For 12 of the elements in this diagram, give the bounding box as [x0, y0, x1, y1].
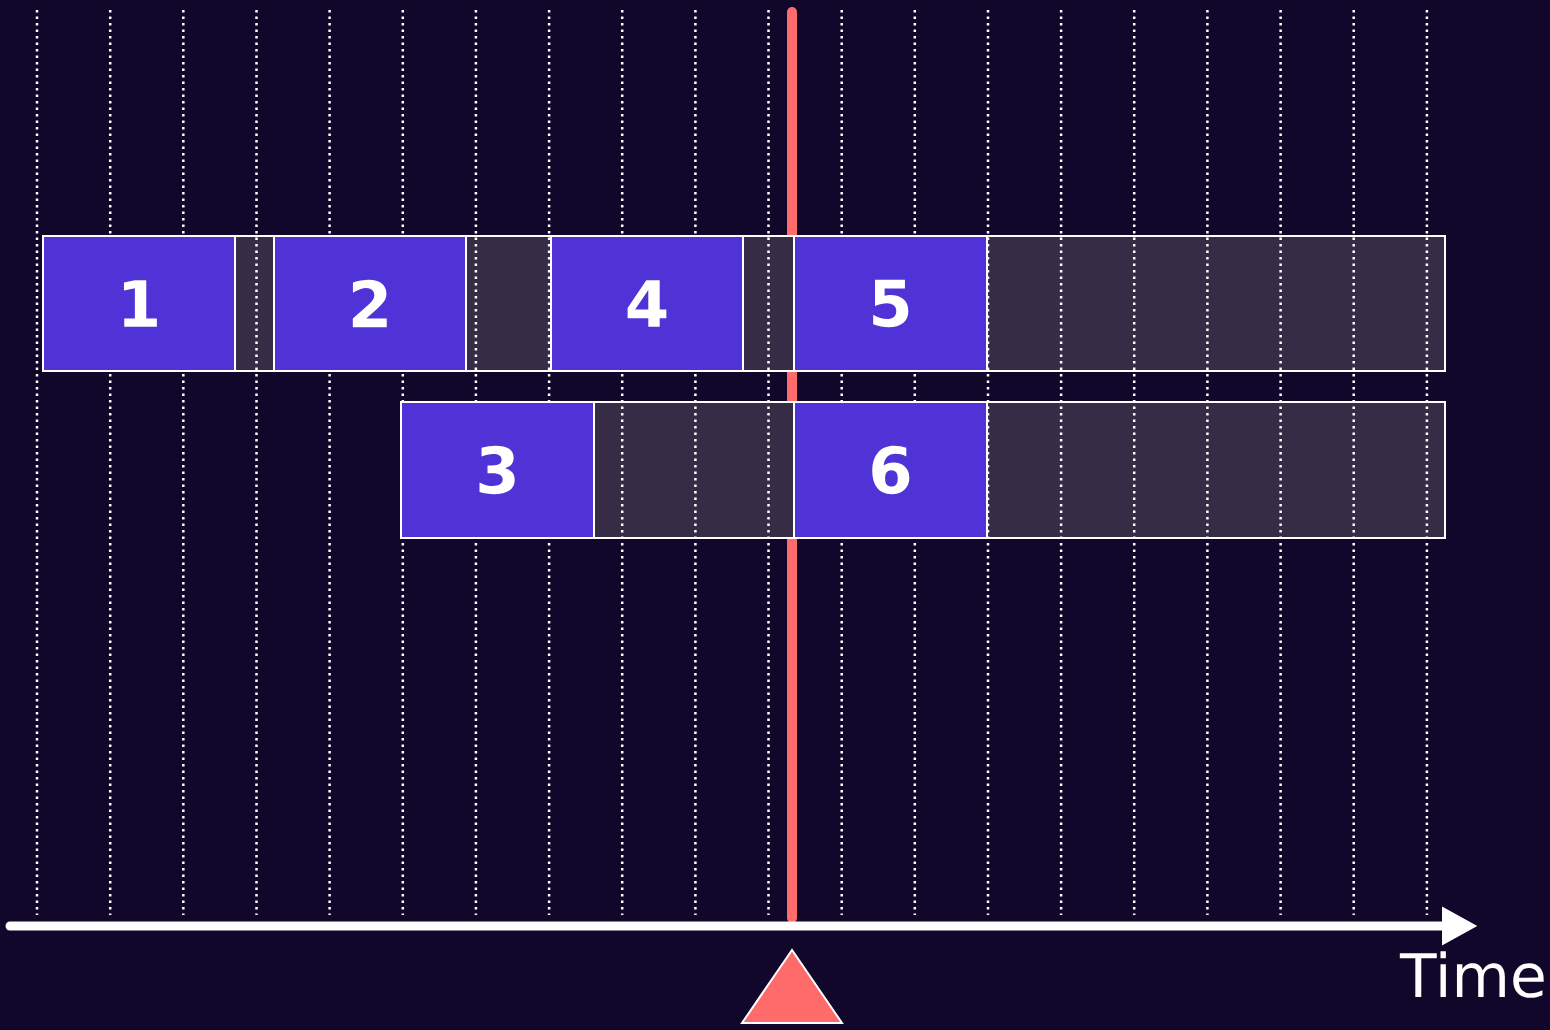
idle-box [986, 235, 1446, 372]
task-box: 6 [793, 401, 988, 539]
task-box: 3 [400, 401, 595, 539]
idle-box [465, 235, 552, 372]
idle-box [986, 401, 1446, 539]
idle-box [593, 401, 795, 539]
task-box: 4 [550, 235, 744, 372]
task-box: 1 [42, 235, 236, 372]
task-box: 5 [793, 235, 988, 372]
axis-label: Time [1399, 951, 1544, 998]
task-box: 2 [273, 235, 467, 372]
idle-box [742, 235, 795, 372]
